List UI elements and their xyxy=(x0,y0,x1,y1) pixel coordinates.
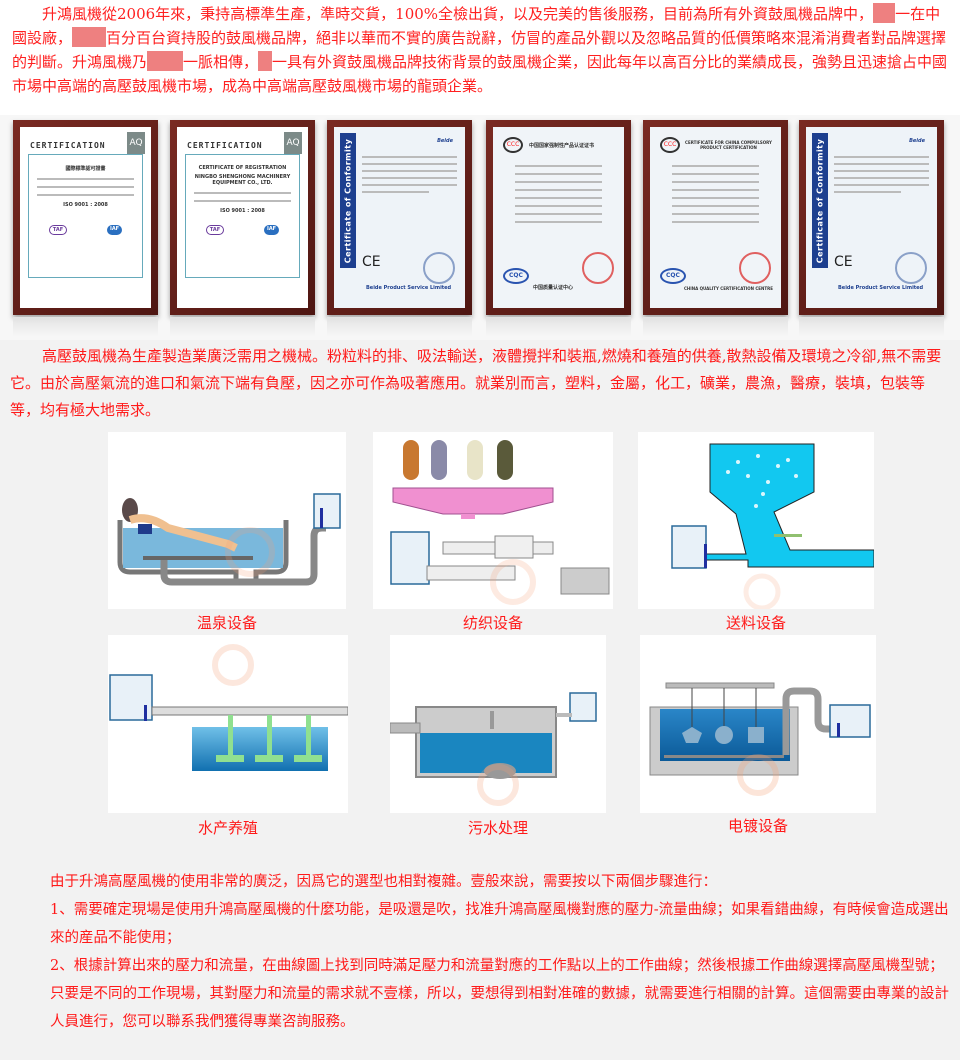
cert-issuer: Beide Product Service Limited xyxy=(366,285,452,291)
redacted-block xyxy=(147,51,184,71)
intro-text-1: 升鴻風機從2006年來，秉持高標準生產，準時交貨，100%全檢出貨，以及完美的售… xyxy=(42,5,874,23)
application-label: 纺织设备 xyxy=(462,614,523,632)
cert-heading: CERTIFICATE OF REGISTRATION xyxy=(198,165,287,171)
cert-issuer: 中国质量认证中心 xyxy=(533,285,574,291)
selection-step-2: 2、根據計算出來的壓力和流量，在曲線圖上找到同時滿足壓力和流量對應的工作點以上的… xyxy=(50,958,944,974)
beide-logo: Beide xyxy=(909,138,925,144)
selection-step-1: 1、需要確定現場是使用升鴻高壓風機的什麼功能，是吸還是吹，找准升鴻高壓風機對應的… xyxy=(50,902,949,946)
illustration-aquaculture xyxy=(108,635,348,813)
cert-title: 中国国家强制性产品认证证书 xyxy=(529,143,595,149)
certificate-iso-english: CERTIFICATION AQ CERTIFICATE OF REGISTRA… xyxy=(170,120,315,315)
beide-logo: Beide xyxy=(437,138,453,144)
illustration-sewage-treatment xyxy=(390,635,606,813)
application-label: 电镀设备 xyxy=(727,817,788,835)
illustration-electroplating xyxy=(640,635,876,813)
aq-logo-icon: AQ xyxy=(284,132,302,154)
illustration-textile xyxy=(373,432,613,609)
intro-text-5: 一具有外資鼓風機品牌技術背景的鼓風機企業，因此每年以高百分比的業績成長，強勢且迅… xyxy=(12,53,948,95)
intro-text-3: 百分百台資持股的鼓風機品牌，絕非以華而不實的廣告說辭，仿冒的產品外觀以及忽略品質… xyxy=(12,29,947,71)
ce-side-banner: Certificate of Conformity xyxy=(340,133,356,268)
redacted-block xyxy=(258,51,273,71)
iaf-logo-icon: IAF xyxy=(106,225,123,235)
selection-guide: 由于升鴻高壓風機的使用非常的廣泛，因爲它的選型也相對複雜。壹般來說，需要按以下兩… xyxy=(50,868,950,1036)
certificates-gallery: CERTIFICATION AQ 國際標準認可證書 ISO 9001 : 200… xyxy=(0,115,960,340)
cqc-logo-icon: CQC xyxy=(503,268,529,284)
iaf-logo-icon: IAF xyxy=(263,225,280,235)
stamp-seal-icon xyxy=(423,252,455,284)
certificate-iso-chinese: CERTIFICATION AQ 國際標準認可證書 ISO 9001 : 200… xyxy=(13,120,158,315)
ccc-logo-icon: CCC xyxy=(503,137,523,153)
stamp-seal-icon xyxy=(895,252,927,284)
taf-logo-icon: TAF xyxy=(48,225,68,235)
intro-text-4: 一脈相傳， xyxy=(183,53,259,71)
ccc-logo-icon: CCC xyxy=(660,137,680,153)
certificate-ccc-english: CCC CERTIFICATE FOR CHINA COMPULSORY PRO… xyxy=(643,120,788,315)
certificate-ce-conformity: Certificate of Conformity Beide CE Beide… xyxy=(327,120,472,315)
usage-paragraph: 高壓鼓風機為生產製造業廣泛需用之機械。粉粒料的排、吸法輸送，液體攪拌和裝瓶,燃燒… xyxy=(10,347,942,419)
selection-closing: 只要是不同的工作現場，其對壓力和流量的需求就不壹樣，所以，要想得到相對准確的數據… xyxy=(50,986,949,1030)
redacted-block xyxy=(873,3,896,23)
cqc-logo-icon: CQC xyxy=(660,268,686,284)
cert-title: CERTIFICATION xyxy=(30,141,106,150)
ce-mark-icon: CE xyxy=(362,254,381,270)
application-label: 送料设备 xyxy=(725,614,786,632)
application-label: 温泉设备 xyxy=(196,614,257,632)
cert-standard: ISO 9001 : 2008 xyxy=(63,202,108,208)
taf-logo-icon: TAF xyxy=(205,225,225,235)
cert-title: CERTIFICATE FOR CHINA COMPULSORY PRODUCT… xyxy=(685,140,772,150)
cert-standard: ISO 9001 : 2008 xyxy=(220,208,265,214)
selection-intro: 由于升鴻高壓風機的使用非常的廣泛，因爲它的選型也相對複雜。壹般來說，需要按以下兩… xyxy=(50,874,717,890)
cert-issuer: Beide Product Service Limited xyxy=(838,285,924,291)
cert-issuer: CHINA QUALITY CERTIFICATION CENTRE xyxy=(684,286,773,291)
aq-logo-icon: AQ xyxy=(127,132,145,154)
redacted-block xyxy=(72,27,107,47)
red-seal-icon xyxy=(582,252,614,284)
illustration-hot-spring xyxy=(108,432,346,609)
application-label: 水产养殖 xyxy=(197,819,258,837)
cert-title: CERTIFICATION xyxy=(187,141,263,150)
application-label: 污水处理 xyxy=(467,819,528,837)
cert-heading: 國際標準認可證書 xyxy=(65,166,106,172)
intro-text-2: 一在中國設廠， xyxy=(12,5,941,47)
illustration-material-feeding xyxy=(638,432,874,609)
ce-mark-icon: CE xyxy=(834,254,853,270)
cert-company: NINGBO SHENGHONG MACHINERY EQUIPMENT CO.… xyxy=(194,174,291,186)
certificate-ccc-chinese: CCC 中国国家强制性产品认证证书 CQC 中国质量认证中心 xyxy=(486,120,631,315)
red-seal-icon xyxy=(739,252,771,284)
intro-paragraph: 升鴻風機從2006年來，秉持高標準生產，準時交貨，100%全檢出貨，以及完美的售… xyxy=(12,2,948,98)
certificate-ce-conformity: Certificate of Conformity Beide CE Beide… xyxy=(799,120,944,315)
ce-side-banner: Certificate of Conformity xyxy=(812,133,828,268)
